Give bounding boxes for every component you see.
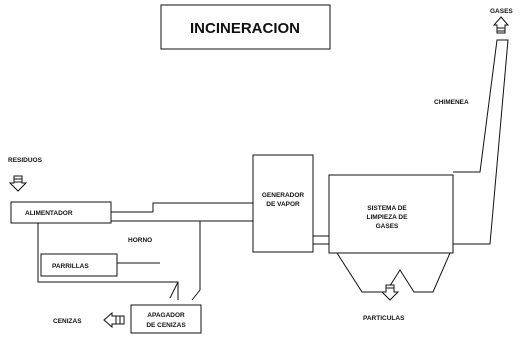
horno-label: HORNO — [128, 237, 152, 244]
sistema-label-line3: GASES — [376, 223, 399, 230]
particulas-label: PARTICULAS — [363, 315, 405, 322]
parrillas-label: PARRILLAS — [52, 263, 89, 270]
gases-up-arrow-icon — [492, 16, 510, 34]
title-box: INCINERACION — [160, 4, 331, 50]
particulas-down-arrow-icon — [380, 284, 400, 301]
chimney — [453, 39, 509, 245]
sistema-label-line2: LIMPIEZA DE — [367, 214, 409, 221]
residuos-down-arrow-icon — [8, 175, 28, 192]
chimney-label: CHIMENEA — [434, 99, 469, 106]
sistema-box: SISTEMA DE LIMPIEZA DE GASES — [328, 174, 454, 254]
alimentador-label: ALIMENTADOR — [25, 210, 73, 217]
generador-box: GENERADOR DE VAPOR — [252, 154, 314, 253]
horno-outline — [37, 202, 253, 301]
cenizas-label: CENIZAS — [53, 318, 82, 325]
page-title: INCINERACION — [190, 20, 300, 37]
sistema-label-line1: SISTEMA DE — [367, 205, 407, 212]
residuos-label: RESIDUOS — [8, 157, 43, 164]
parrillas-box: PARRILLAS — [40, 253, 118, 277]
particle-hoppers — [336, 252, 451, 293]
apagador-box: APAGADOR DE CENIZAS — [130, 304, 202, 334]
generador-to-sistema-duct — [313, 235, 329, 245]
cenizas-left-arrow-icon — [103, 311, 125, 329]
alimentador-box: ALIMENTADOR — [10, 201, 112, 224]
gases-label: GASES — [490, 8, 513, 15]
generador-label-line1: GENERADOR — [262, 192, 305, 199]
apagador-label-line2: DE CENIZAS — [146, 322, 186, 329]
apagador-label-line1: APAGADOR — [147, 312, 185, 319]
generador-label-line2: DE VAPOR — [266, 201, 300, 208]
